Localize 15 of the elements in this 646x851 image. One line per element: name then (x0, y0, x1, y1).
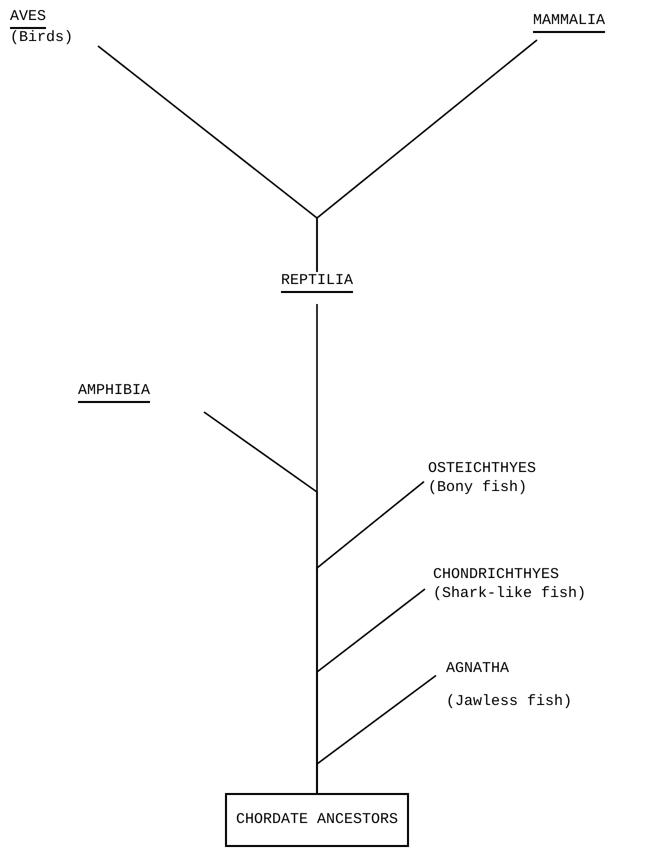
branch-line (316, 674, 436, 793)
taxon-label: OSTEICHTHYES (428, 460, 536, 479)
taxon-label: AMPHIBIA (78, 382, 150, 403)
taxon-label: AVES (10, 8, 46, 29)
taxon-label: AGNATHA (446, 660, 510, 679)
taxon-label: MAMMALIA (533, 12, 606, 33)
common-name-label: (Jawless fish) (446, 692, 572, 712)
taxon-label: CHORDATE ANCESTORS (236, 810, 398, 830)
branch-line (316, 39, 538, 272)
taxon-label: REPTILIA (280, 272, 353, 293)
common-name-label: (Bony fish) (428, 478, 528, 498)
taxon-label: CHONDRICHTHYES (433, 566, 560, 585)
common-name-label: (Birds) (10, 28, 74, 48)
common-name-label: (Shark-like fish) (433, 584, 586, 604)
ancestor-box (225, 793, 409, 847)
